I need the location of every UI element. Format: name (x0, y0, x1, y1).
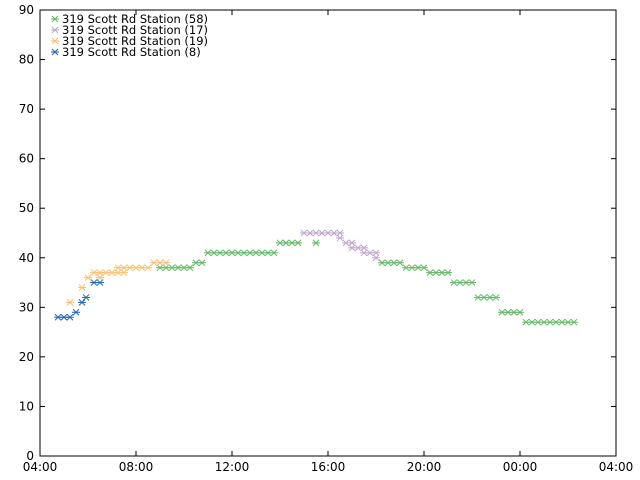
y-axis-ticks: 0 10 20 30 40 50 60 70 80 90 (19, 3, 616, 463)
data-point (348, 239, 356, 247)
y-tick-label: 80 (19, 53, 34, 67)
data-point (336, 229, 344, 237)
data-point (72, 308, 80, 316)
data-point (120, 269, 128, 276)
series-3 (66, 259, 170, 306)
data-point (66, 313, 74, 321)
data-point (360, 244, 368, 252)
data-point (82, 294, 90, 301)
data-point (84, 274, 92, 281)
x-tick-label: 08:00 (119, 460, 154, 474)
data-point (348, 244, 356, 252)
data-point (78, 299, 86, 306)
data-point (516, 308, 524, 316)
legend-marker (51, 37, 59, 45)
data-point (96, 279, 104, 286)
series-2 (300, 229, 380, 262)
data-point (444, 269, 452, 276)
y-tick-label: 0 (26, 449, 34, 463)
data-point (336, 234, 344, 242)
x-tick-label: 04:00 (23, 460, 58, 474)
x-tick-label: 20:00 (407, 460, 442, 474)
y-tick-label: 30 (19, 300, 34, 314)
data-point (270, 249, 278, 257)
x-tick-label: 12:00 (215, 460, 250, 474)
legend-entry: 319 Scott Rd Station (8) (62, 45, 201, 59)
data-point (162, 259, 170, 267)
data-point (294, 239, 302, 247)
legend: 319 Scott Rd Station (58)319 Scott Rd St… (51, 12, 208, 59)
data-point (78, 284, 86, 291)
x-tick-label: 00:00 (503, 460, 538, 474)
data-point (360, 249, 368, 257)
x-tick-label: 04:00 (599, 460, 634, 474)
data-point (96, 274, 104, 281)
data-points (54, 229, 578, 326)
data-point (372, 254, 380, 262)
data-point (186, 264, 194, 272)
data-point (372, 249, 380, 257)
x-tick-label: 16:00 (311, 460, 346, 474)
data-point (492, 294, 500, 301)
legend-marker (51, 26, 59, 34)
legend-entry: 319 Scott Rd Station (17) (62, 23, 208, 37)
y-tick-label: 10 (19, 399, 34, 413)
y-tick-label: 40 (19, 251, 34, 265)
y-tick-label: 50 (19, 201, 34, 215)
y-tick-label: 70 (19, 102, 34, 116)
legend-marker (51, 48, 59, 56)
x-axis-ticks: 04:00 08:00 12:00 16:00 20:00 00:00 04:00 (23, 10, 634, 474)
y-tick-label: 20 (19, 350, 34, 364)
data-point (396, 259, 404, 267)
legend-entry: 319 Scott Rd Station (58) (62, 12, 208, 26)
data-point (120, 264, 128, 272)
y-tick-label: 60 (19, 152, 34, 166)
legend-entry: 319 Scott Rd Station (19) (62, 34, 208, 48)
data-point (198, 259, 206, 267)
y-tick-label: 90 (19, 3, 34, 17)
series-4 (54, 279, 104, 321)
data-point (570, 318, 578, 326)
data-point (312, 239, 320, 247)
legend-marker (51, 15, 59, 23)
data-point (144, 264, 152, 272)
data-point (66, 299, 74, 306)
series-1 (156, 239, 578, 326)
data-point (420, 264, 428, 272)
data-point (468, 279, 476, 286)
